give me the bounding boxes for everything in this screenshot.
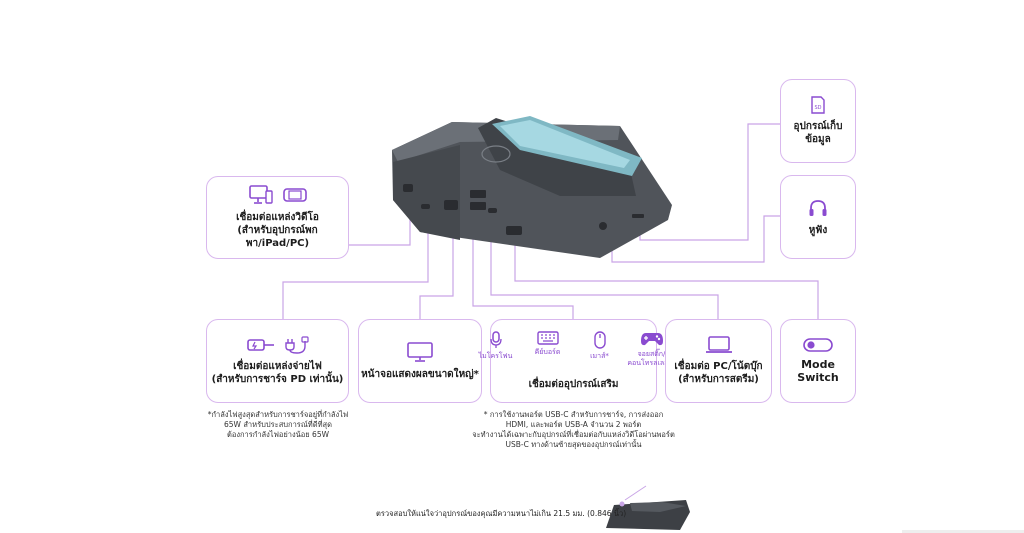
dock-device xyxy=(392,116,672,258)
power-note-line: *กำลังไฟสูงสุดสำหรับการชาร์จอยู่ที่กำลัง… xyxy=(207,410,349,419)
power-adapter-icon xyxy=(246,336,275,354)
wire-headphone xyxy=(611,215,780,263)
accessory-keyboard: คีย์บอร์ด xyxy=(528,331,568,368)
accessory-microphone: ไมโครโฟน xyxy=(476,331,516,368)
accessories-note-line: HDMI, และพอร์ต USB-A จำนวน 2 พอร์ต xyxy=(505,420,642,429)
large-display-title: หน้าจอแสดงผลขนาดใหญ่* xyxy=(361,368,479,380)
accessory-mouse: เมาส์* xyxy=(580,331,620,368)
storage-title: อุปกรณ์เก็บข้อมูล xyxy=(793,121,843,145)
card-power-source: เชื่อมต่อแหล่งจ่ายไฟ (สำหรับการชาร์จ PD … xyxy=(206,319,349,403)
power-source-sub: (สำหรับการชาร์จ PD เท่านั้น) xyxy=(211,374,344,385)
thickness-note: ตรวจสอบให้แน่ใจว่าอุปกรณ์ของคุณมีความหนา… xyxy=(376,509,627,518)
headphone-icon xyxy=(808,198,828,218)
pc-laptop-sub: (สำหรับการสตรีม) xyxy=(678,374,759,385)
toggle-switch-icon xyxy=(803,338,833,352)
accessory-gamepad: จอยสติ๊ก/คอนโทรลเลอร์* xyxy=(627,331,676,368)
power-source-title: เชื่อมต่อแหล่งจ่ายไฟ xyxy=(233,361,322,372)
handheld-console-icon xyxy=(282,188,307,202)
accessory-label: จอยสติ๊ก/คอนโทรลเลอร์* xyxy=(627,350,676,367)
keyboard-icon xyxy=(536,331,559,345)
wire-accessories xyxy=(472,213,574,319)
sd-card-icon: SD xyxy=(811,96,825,114)
card-pc-laptop: เชื่อมต่อ PC/โน้ตบุ๊ก (สำหรับการสตรีม) xyxy=(665,319,772,403)
card-large-display: หน้าจอแสดงผลขนาดใหญ่* xyxy=(358,319,482,403)
accessories-note-line: จะทำงานได้เฉพาะกับอุปกรณ์ที่เชื่อมต่อกับ… xyxy=(472,430,675,439)
wire-display-source xyxy=(349,207,411,246)
mode-switch-title: Mode Switch xyxy=(797,358,839,384)
monitor-icon xyxy=(407,341,433,362)
headphone-title: หูฟัง xyxy=(808,224,828,236)
gamepad-icon xyxy=(640,331,664,347)
card-storage: SD อุปกรณ์เก็บข้อมูล xyxy=(780,79,856,163)
accessory-label: ไมโครโฟน xyxy=(478,352,513,360)
card-headphone: หูฟัง xyxy=(780,175,856,259)
mouse-icon xyxy=(593,331,606,349)
power-note: *กำลังไฟสูงสุดสำหรับการชาร์จอยู่ที่กำลัง… xyxy=(203,410,353,440)
accessories-note-line: * การใช้งานพอร์ต USB-C สำหรับการชาร์จ, ก… xyxy=(483,410,664,419)
laptop-icon xyxy=(705,336,733,354)
display-source-title: เชื่อมต่อแหล่งวิดีโอ xyxy=(236,212,319,223)
accessory-label: เมาส์* xyxy=(590,352,609,360)
accessories-title: เชื่อมต่ออุปกรณ์เสริม xyxy=(528,379,619,390)
thickness-illustration xyxy=(606,485,1024,533)
card-accessories: ไมโครโฟน คีย์บอร์ด เมาส์* จอยสติ๊ก/คอนโท… xyxy=(479,319,676,403)
accessories-note-line: USB-C ทางด้านซ้ายสุดของอุปกรณ์เท่านั้น xyxy=(505,440,642,449)
card-mode-switch: Mode Switch xyxy=(780,319,856,403)
accessories-note: * การใช้งานพอร์ต USB-C สำหรับการชาร์จ, ก… xyxy=(470,410,677,450)
card-display-source: เชื่อมต่อแหล่งวิดีโอ (สำหรับอุปกรณ์พกพา/… xyxy=(206,176,349,259)
pc-laptop-title: เชื่อมต่อ PC/โน้ตบุ๊ก xyxy=(674,361,763,372)
monitor-pc-icon xyxy=(248,185,273,205)
wire-power xyxy=(282,207,429,319)
power-note-line: 65W สำหรับประสบการณ์ที่ดีที่สุด xyxy=(224,420,332,429)
wire-mode-switch xyxy=(514,240,819,319)
display-source-sub: (สำหรับอุปกรณ์พกพา/iPad/PC) xyxy=(237,225,318,249)
accessory-label: คีย์บอร์ด xyxy=(534,348,561,356)
wire-large-display xyxy=(419,213,454,319)
svg-text:SD: SD xyxy=(814,105,821,111)
wire-pc xyxy=(490,230,719,319)
power-note-line: ต้องการกำลังไฟอย่างน้อย 65W xyxy=(226,430,330,439)
plug-icon xyxy=(284,336,309,354)
microphone-icon xyxy=(489,331,503,349)
